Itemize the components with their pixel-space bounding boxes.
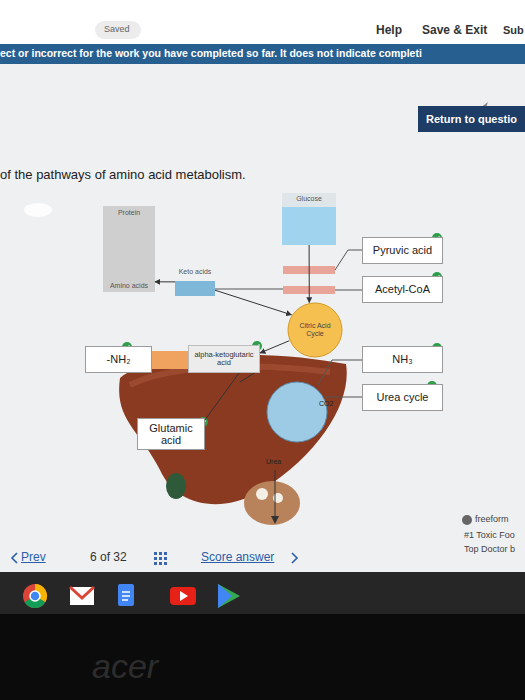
node-text: Glucose — [296, 195, 322, 203]
connector — [215, 290, 291, 315]
docs-icon — [118, 584, 134, 606]
tab-title: #1 Toxic Foo — [464, 531, 515, 541]
node-text: NH₃ — [392, 353, 412, 365]
youtube-play — [180, 591, 188, 601]
leader-line — [318, 360, 362, 385]
status-text: Saved — [104, 25, 130, 35]
node-text: Pyruvic acid — [373, 244, 432, 256]
grid-cell — [159, 557, 162, 560]
chrome-icon — [23, 584, 47, 608]
amine-box — [150, 351, 188, 369]
chevron-left — [12, 553, 17, 563]
keto-box: Keto acids — [175, 268, 215, 296]
gmail-icon — [70, 587, 94, 605]
diagram-label: CO2 — [319, 400, 333, 408]
node-text: Return to questio — [426, 113, 517, 125]
freeform-icon — [462, 515, 472, 525]
top-bar — [0, 0, 525, 44]
answer-box: Glutamic acid — [137, 418, 205, 450]
return-button: Return to questio — [418, 106, 525, 132]
banner-text: ect or incorrect for the work you have c… — [0, 48, 422, 60]
leader-line — [240, 372, 256, 382]
glucose-box: Glucose — [282, 193, 336, 245]
connector — [205, 373, 239, 420]
nav-link: Prev — [21, 551, 46, 564]
gallbladder — [166, 473, 186, 499]
tab-title: Top Doctor b — [464, 545, 515, 555]
answer-box: NH₃ — [362, 346, 443, 373]
answer-box: Pyruvic acid — [362, 237, 443, 264]
screen-glare — [24, 203, 52, 217]
saved-pill — [95, 21, 141, 39]
connector — [155, 281, 175, 282]
grid-cell — [154, 557, 157, 560]
instruction-text: of the pathways of amino acid metabolism… — [0, 168, 246, 182]
menu-item: Save & Exit — [422, 24, 487, 37]
nav-link: Score answer — [201, 551, 274, 564]
urea-line — [275, 470, 276, 522]
answer-box: alpha-ketoglutaric acid — [188, 345, 260, 373]
node-text: -NH₂ — [107, 353, 131, 365]
cell-circle — [267, 382, 327, 442]
menu-item: Sub — [503, 24, 524, 36]
node-text: Urea cycle — [377, 391, 429, 403]
node-text: Acetyl-CoA — [375, 283, 430, 295]
bladder-spot — [256, 488, 268, 500]
cycle-circle: Citric Acid Cycle — [287, 302, 343, 358]
protein-panel: ProteinAmino acids — [103, 206, 155, 292]
check-tick — [125, 237, 440, 425]
content-area — [0, 64, 525, 572]
node-text: Keto acids — [179, 268, 212, 276]
node-text: Protein — [118, 209, 140, 217]
leader-line — [335, 250, 362, 270]
docs-lines — [122, 592, 130, 600]
grid-cell — [159, 562, 162, 565]
grid-cell — [154, 552, 157, 555]
node-text: Glutamic acid — [138, 422, 204, 446]
node-text: Citric Acid Cycle — [295, 322, 335, 337]
acetyl-bar — [283, 286, 335, 294]
grid-cell — [164, 557, 167, 560]
page-counter: 6 of 32 — [90, 551, 127, 564]
connector — [260, 341, 289, 353]
connector — [309, 245, 310, 303]
diagram-label: Urea — [266, 458, 281, 466]
answer-box: -NH₂ — [85, 346, 152, 373]
answer-box: Acetyl-CoA — [362, 276, 443, 303]
chrome-ring — [23, 584, 47, 608]
tab-title: freeform — [475, 515, 509, 525]
leader-line — [326, 397, 362, 398]
chevron-right — [292, 553, 297, 563]
play-store-icon — [218, 584, 232, 608]
banner — [0, 44, 525, 64]
check-marks — [122, 233, 442, 427]
leader-line — [215, 289, 283, 290]
grid-cell — [164, 552, 167, 555]
node-text: alpha-ketoglutaric acid — [190, 351, 258, 368]
grid-cell — [164, 562, 167, 565]
play-store-icon — [218, 584, 240, 608]
node-text: Amino acids — [110, 282, 148, 290]
grid-cell — [154, 562, 157, 565]
liver — [119, 355, 347, 505]
youtube-icon — [170, 587, 196, 605]
arrowhead — [271, 516, 279, 524]
brand-logo: acer — [92, 648, 158, 685]
answer-box: Urea cycle — [362, 384, 443, 411]
bezel — [0, 614, 525, 700]
grid-cell — [159, 552, 162, 555]
taskbar — [0, 572, 525, 614]
gmail-m — [70, 587, 94, 598]
grid-icon — [154, 552, 167, 565]
pyruvate-bar — [283, 266, 335, 274]
menu-item: Help — [376, 24, 402, 37]
leader-line — [335, 290, 362, 291]
chrome-center — [30, 591, 40, 601]
bladder — [244, 481, 300, 525]
circle-shape — [288, 303, 342, 357]
